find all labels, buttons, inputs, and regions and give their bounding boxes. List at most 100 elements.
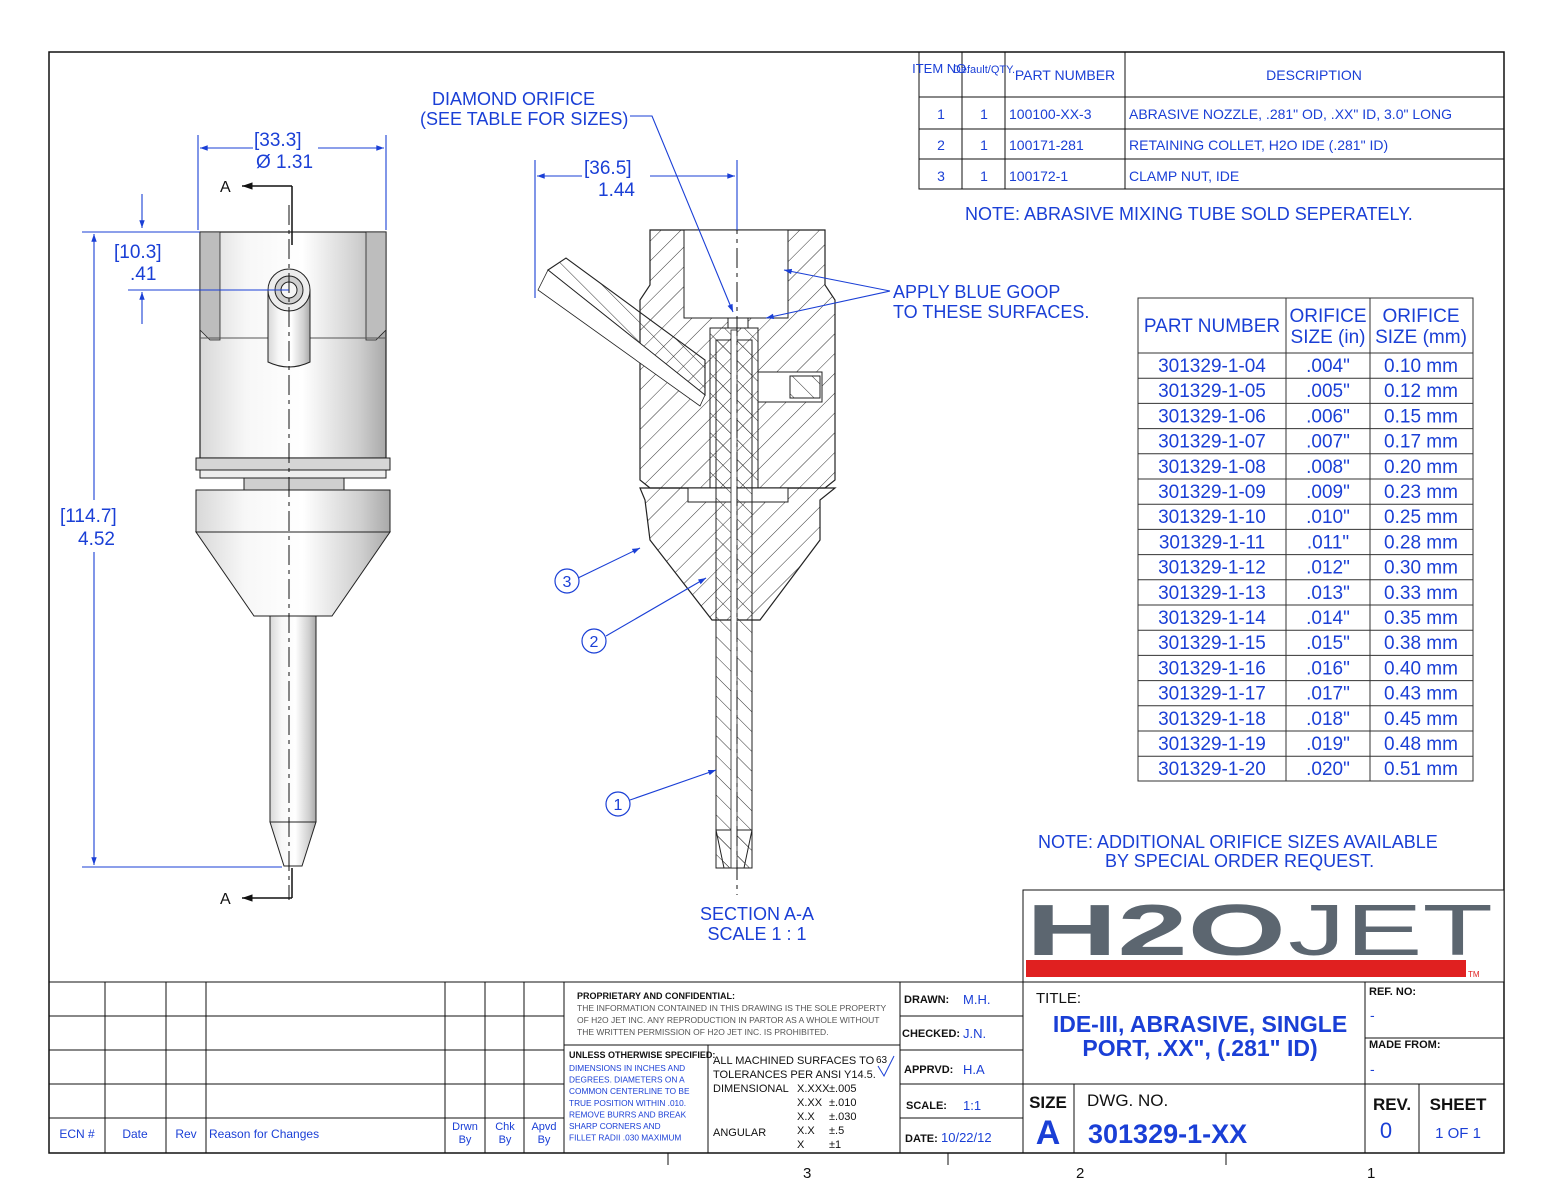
orifice-header-mm-unit: SIZE (mm) [1375,327,1467,348]
tolerance-value: ±1 [829,1139,841,1151]
port-offset-dimension-in: 1.44 [598,180,635,201]
rev-header-date: Date [122,1127,148,1141]
ref-no-value: - [1370,1007,1375,1023]
port-height-dimension-mm: [10.3] [114,242,162,263]
date-label: DATE: [905,1133,938,1145]
proprietary-text: OF H2O JET INC. ANY REPRODUCTION IN PART… [577,1015,879,1025]
section-arrow-label: A [220,179,231,196]
tolerance-value: ±.030 [829,1111,856,1123]
rev-header-checked: Chk [495,1121,515,1133]
bom-part-number: 100172-1 [1009,168,1068,184]
orifice-size-in: .020" [1306,759,1350,780]
orifice-size-mm: 0.33 mm [1384,583,1458,604]
orifice-part-number: 301329-1-14 [1158,608,1266,629]
unless-specified-text: COMMON CENTERLINE TO BE [569,1086,690,1096]
orifice-size-mm: 0.45 mm [1384,709,1458,730]
orifice-part-number: 301329-1-20 [1158,759,1266,780]
orifice-size-mm: 0.48 mm [1384,734,1458,755]
section-scale: SCALE 1 : 1 [707,924,806,944]
tolerance-key: X.X [797,1111,815,1123]
orifice-header-in-unit: SIZE (in) [1291,327,1366,348]
tolerance-key: X.XX [797,1097,823,1109]
balloon-2 [581,628,607,654]
orifice-part-number: 301329-1-12 [1158,558,1266,579]
checked-value: J.N. [963,1026,986,1041]
orifice-header-in: ORIFICE [1289,306,1366,327]
surface-finish-value: 63 [876,1055,888,1066]
rev-header-ecn: ECN # [59,1127,95,1141]
drawing-number: 301329-1-XX [1088,1119,1247,1149]
checked-label: CHECKED: [902,1028,960,1040]
orifice-size-mm: 0.15 mm [1384,406,1458,427]
drawing-title: PORT, .XX", (.281" ID) [1082,1035,1317,1061]
size-value: A [1036,1114,1061,1152]
bom-item-no: 2 [937,137,945,153]
orifice-size-in: .013" [1306,583,1350,604]
orifice-part-number: 301329-1-17 [1158,684,1266,705]
orifice-part-number: 301329-1-11 [1159,532,1265,553]
rev-header-approved: Apvd [531,1121,556,1133]
bill-of-materials: ITEM NO. Default/QTY. PART NUMBER DESCRI… [912,51,1505,190]
approved-value: H.A [963,1062,985,1077]
rev-header-drawn-by: By [459,1134,472,1146]
orifice-part-number: 301329-1-05 [1158,381,1266,402]
section-view [537,180,837,895]
orifice-part-number: 301329-1-15 [1158,633,1266,654]
tolerance-key: X [797,1139,805,1151]
bom-part-number: 100100-XX-3 [1009,106,1092,122]
diamond-orifice-callout: DIAMOND ORIFICE [432,89,595,109]
logo-trademark: TM [1468,970,1480,979]
sheet-value: 1 OF 1 [1435,1125,1481,1142]
orifice-size-mm: 0.38 mm [1384,633,1458,654]
bom-qty: 1 [980,106,988,122]
overall-length-dimension-in: 4.52 [78,529,115,550]
unless-specified-text: REMOVE BURRS AND BREAK [569,1109,687,1119]
unless-specified-text: TRUE POSITION WITHIN .010. [569,1098,686,1108]
orifice-header-part: PART NUMBER [1144,316,1280,337]
orifice-size-mm: 0.17 mm [1384,432,1458,453]
orifice-part-number: 301329-1-07 [1158,432,1266,453]
orifice-part-number: 301329-1-10 [1158,507,1266,528]
orifice-size-mm: 0.20 mm [1384,457,1458,478]
port-offset-dimension-mm: [36.5] [584,158,632,179]
orifice-size-in: .008" [1306,457,1350,478]
diamond-orifice-callout: (SEE TABLE FOR SIZES) [420,109,628,129]
bom-qty: 1 [980,168,988,184]
section-dimensions [534,115,891,801]
revision-label: REV. [1373,1095,1411,1114]
drawn-label: DRAWN: [904,994,949,1006]
orifice-part-number: 301329-1-04 [1158,356,1266,377]
revision-block [48,981,565,1154]
zone-label: 2 [1076,1165,1084,1182]
sheet-label: SHEET [1430,1095,1487,1114]
date-value: 10/22/12 [941,1130,992,1145]
orifice-size-in: .004" [1306,356,1350,377]
bom-part-number: 100171-281 [1009,137,1084,153]
proprietary-text: THE INFORMATION CONTAINED IN THIS DRAWIN… [577,1003,887,1013]
orifice-header-mm: ORIFICE [1382,306,1459,327]
orifice-size-mm: 0.12 mm [1384,381,1458,402]
orifice-size-in: .014" [1306,608,1350,629]
title-label: TITLE: [1036,990,1081,1007]
orifice-size-mm: 0.40 mm [1384,658,1458,679]
rev-header-approved-by: By [538,1134,551,1146]
orifice-size-mm: 0.25 mm [1384,507,1458,528]
surface-finish-icon [877,1055,895,1078]
bom-header-qty: Default/QTY. [953,64,1015,76]
orifice-size-in: .018" [1306,709,1350,730]
bom-item-no: 3 [937,168,945,184]
orifice-size-mm: 0.35 mm [1384,608,1458,629]
orifice-size-in: .017" [1306,684,1350,705]
tolerance-key: X.XXX [797,1083,830,1095]
zone-label: 1 [1367,1165,1375,1182]
title-block [563,981,1505,1154]
logo-jet: JET [1288,891,1493,971]
machined-note: TOLERANCES PER ANSI Y14.5. [713,1069,876,1081]
bom-header-item: ITEM NO. [912,61,970,76]
orifice-size-in: .019" [1306,734,1350,755]
orifice-size-in: .011" [1307,532,1349,553]
made-from-label: MADE FROM: [1369,1039,1441,1051]
orifice-size-mm: 0.30 mm [1384,558,1458,579]
tolerance-value: ±.5 [829,1125,844,1137]
